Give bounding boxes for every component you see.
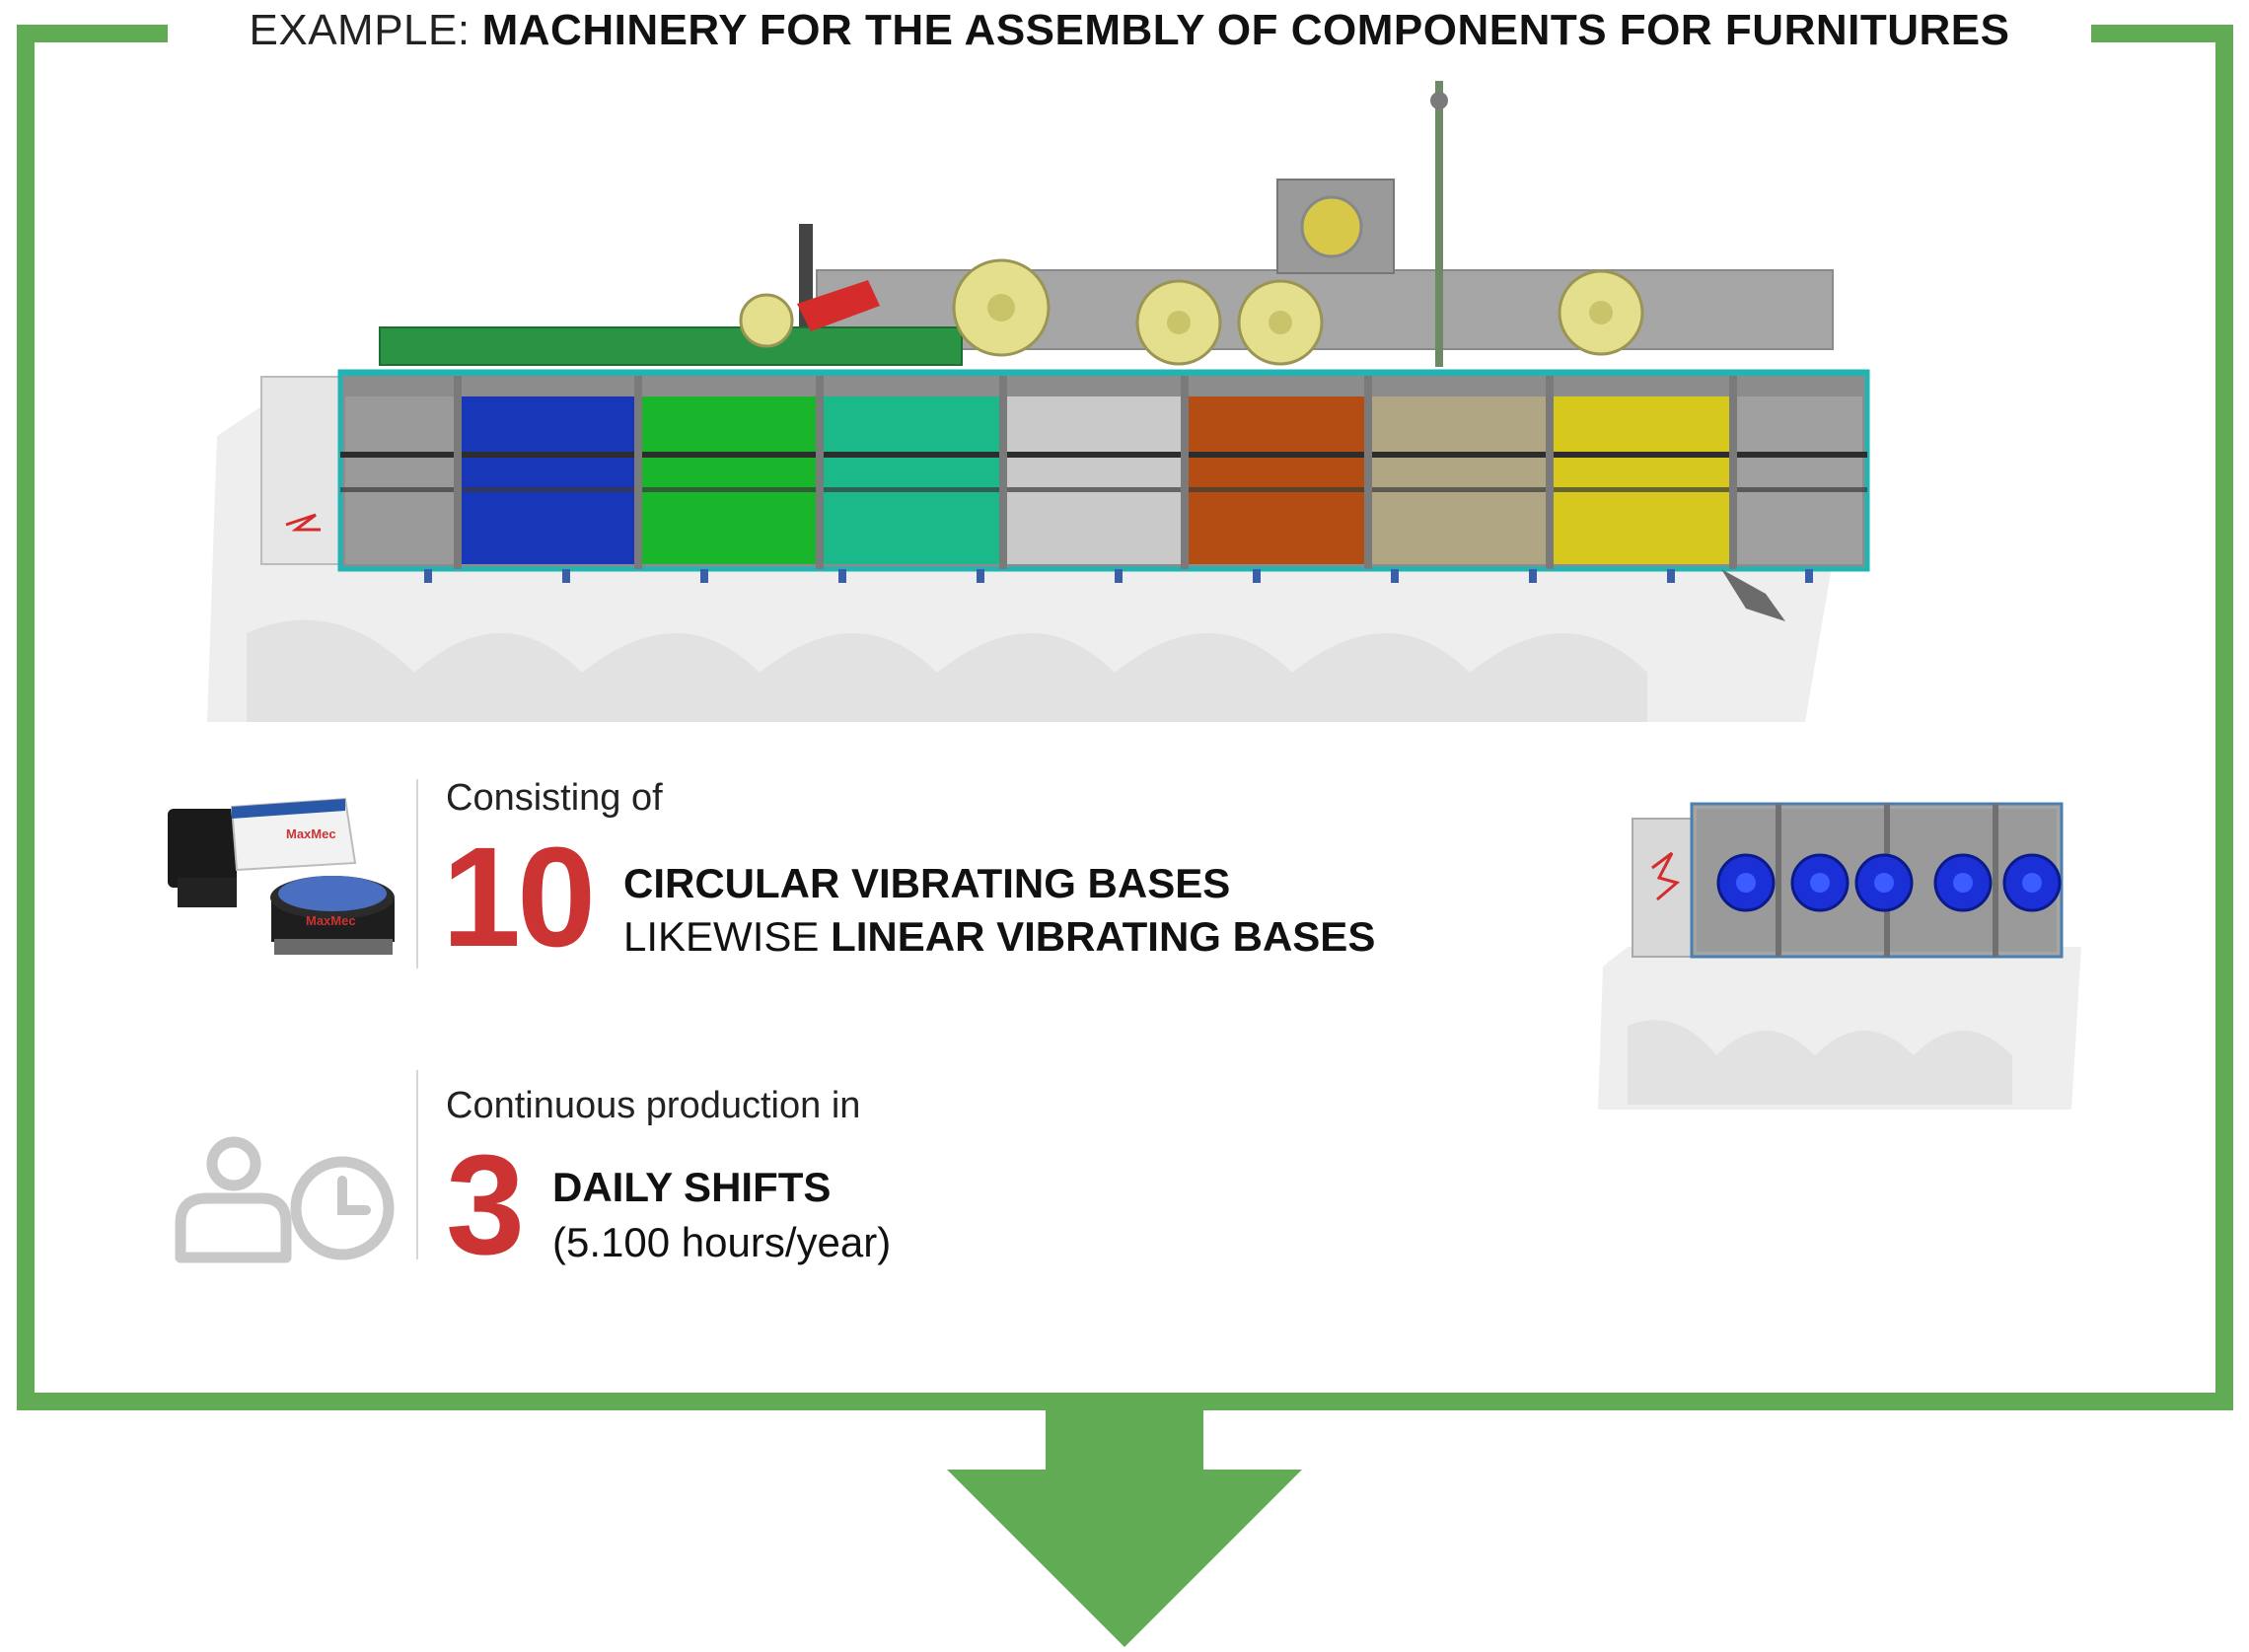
bases-line-1-text: CIRCULAR VIBRATING BASES xyxy=(623,860,1231,906)
shifts-number: 3 xyxy=(446,1125,525,1284)
page-title: EXAMPLE: MACHINERY FOR THE ASSEMBLY OF C… xyxy=(168,0,2091,61)
bases-line-2: LIKEWISE LINEAR VIBRATING BASES xyxy=(623,913,1375,961)
bases-label: Consisting of xyxy=(446,777,663,819)
vibrating-base-product: MaxMec MaxMec xyxy=(168,789,409,967)
person-clock-icon xyxy=(173,1129,409,1267)
shifts-line-1-text: DAILY SHIFTS xyxy=(552,1164,832,1210)
shifts-line-2: (5.100 hours/year) xyxy=(552,1219,891,1266)
bases-line-1: CIRCULAR VIBRATING BASES xyxy=(623,860,1230,907)
down-arrow xyxy=(947,1410,1302,1647)
shifts-line-2-text: (5.100 hours/year) xyxy=(552,1219,892,1265)
vibrating-bases-machine-illustration xyxy=(1598,789,2091,1114)
bases-line-2-light: LIKEWISE xyxy=(623,913,820,960)
assembly-machine-illustration xyxy=(187,81,1884,732)
bases-line-2-bold: LINEAR VIBRATING BASES xyxy=(831,913,1376,960)
brand-label-1: MaxMec xyxy=(286,826,336,841)
shifts-line-1: DAILY SHIFTS xyxy=(552,1164,831,1211)
shifts-label: Continuous production in xyxy=(446,1085,861,1126)
title-main: MACHINERY FOR THE ASSEMBLY OF COMPONENTS… xyxy=(481,6,2010,54)
brand-label-2: MaxMec xyxy=(306,913,356,928)
bases-number: 10 xyxy=(442,818,596,976)
separator-shifts xyxy=(416,1070,418,1259)
separator-bases xyxy=(416,779,418,969)
title-prefix: EXAMPLE: xyxy=(249,6,471,54)
